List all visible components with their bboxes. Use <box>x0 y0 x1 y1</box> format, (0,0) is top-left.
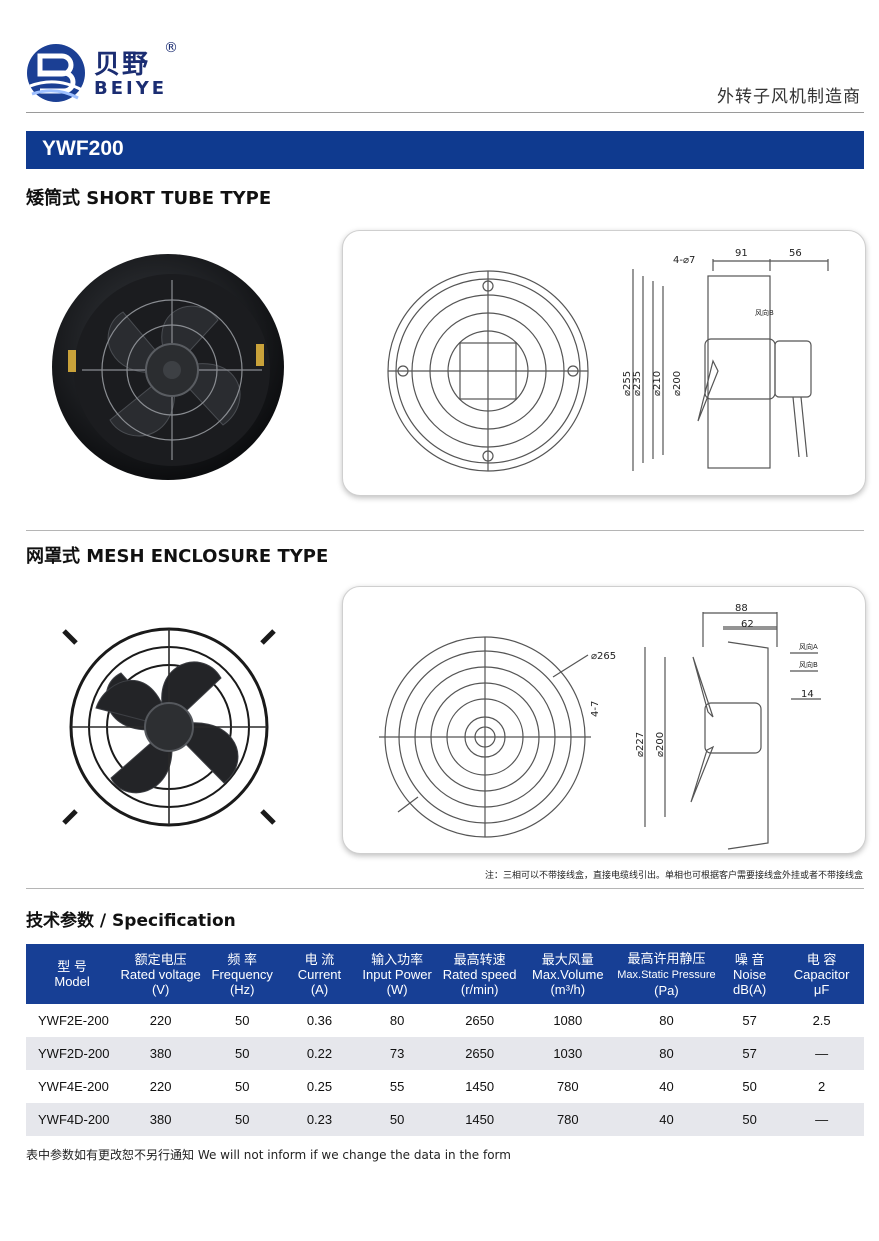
dim-d1: ⌀227 <box>635 732 646 757</box>
beiye-logo-icon <box>27 44 85 102</box>
short-tube-technical-drawing: 4-⌀7 91 56 风向B ⌀255 ⌀235 ⌀210 ⌀200 <box>387 248 829 472</box>
section-divider <box>26 888 864 889</box>
brand-logo: 贝野 ® BEIYE <box>26 38 186 108</box>
mesh-fan-photo <box>56 618 282 836</box>
dim-d-outer: ⌀265 <box>591 651 616 662</box>
dim-d3: ⌀210 <box>652 371 663 396</box>
dim-w1: 88 <box>735 603 748 614</box>
dim-slot: 4-7 <box>590 701 601 717</box>
section-title-mesh: 网罩式 MESH ENCLOSURE TYPE <box>26 546 329 567</box>
brand-cn: 贝野 <box>94 50 151 80</box>
short-tube-fan-photo <box>48 250 288 485</box>
mesh-drawing-panel: ⌀265 4-7 88 62 风向A 风向B 14 ⌀227 ⌀200 <box>342 586 866 854</box>
dim-w2: 62 <box>741 619 754 630</box>
dim-d1: ⌀255 <box>622 371 633 396</box>
wiring-note: 注：三相可以不带接线盒，直接电缆线引出。单相也可根据客户需要接线盒外挂或者不带接… <box>484 871 863 881</box>
product-code: YWF200 <box>42 137 124 160</box>
dim-d2: ⌀235 <box>632 371 643 396</box>
dim-d4: ⌀200 <box>672 371 683 396</box>
mesh-technical-drawing: ⌀265 4-7 88 62 风向A 风向B 14 ⌀227 ⌀200 <box>379 603 821 850</box>
dim-holes: 4-⌀7 <box>673 255 695 266</box>
dim-gap: 14 <box>801 689 814 700</box>
dim-d2: ⌀200 <box>655 732 666 757</box>
registered-mark: ® <box>164 40 178 56</box>
dim-flow: 风向B <box>755 308 774 317</box>
section-divider <box>26 530 864 531</box>
header-rule <box>26 112 864 113</box>
dim-w2: 56 <box>789 248 802 259</box>
dim-w1: 91 <box>735 248 748 259</box>
product-title-bar: YWF200 <box>26 131 864 169</box>
brand-en: BEIYE <box>94 78 168 99</box>
section-title-short-tube: 矮筒式 SHORT TUBE TYPE <box>26 188 272 209</box>
tagline: 外转子风机制造商 <box>717 87 861 107</box>
spec-title: 技术参数 / Specification <box>26 911 236 931</box>
dim-flow-a: 风向A <box>799 642 818 651</box>
dim-flow-b: 风向B <box>799 660 818 669</box>
footer-disclaimer: 表中参数如有更改恕不另行通知 We will not inform if we … <box>26 1148 511 1162</box>
short-tube-drawing-panel: 4-⌀7 91 56 风向B ⌀255 ⌀235 ⌀210 ⌀200 <box>342 230 866 496</box>
